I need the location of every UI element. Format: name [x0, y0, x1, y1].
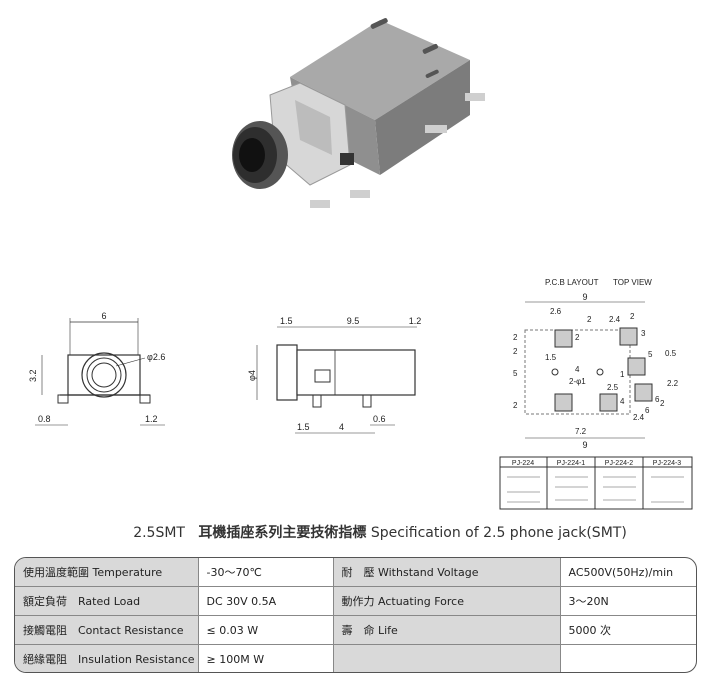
- pcb-model-1: PJ-224-1: [557, 460, 586, 467]
- product-photo: [232, 18, 485, 208]
- table-row: 額定負荷 Rated Load DC 30V 0.5A 動作力 Actuatin…: [15, 586, 696, 616]
- pcb-dim-10: 0.5: [665, 349, 677, 358]
- front-right-pad-label: 1.2: [145, 414, 158, 424]
- pcb-header-right: TOP VIEW: [613, 278, 652, 287]
- pcb-dim-0: 9: [582, 292, 587, 302]
- pcb-dim-18: 7.2: [575, 427, 587, 436]
- pcb-dim-9: 5: [513, 369, 518, 378]
- spec-value: DC 30V 0.5A: [197, 586, 334, 616]
- spec-value: 3～20N: [559, 586, 696, 616]
- pcb-dim-5: 2: [513, 333, 518, 342]
- spec-title-prefix: 2.5SMT: [133, 525, 185, 541]
- spec-label: 耐 壓 Withstand Voltage: [332, 558, 561, 587]
- spec-table: 使用溫度範圍 Temperature -30～70℃ 耐 壓 Withstand…: [14, 557, 697, 673]
- side-bot-mid-label: 4: [339, 422, 344, 432]
- pcb-dim-6: 2: [513, 347, 518, 356]
- pcb-pin-3: 1: [620, 370, 625, 379]
- pcb-dim-1: 2.6: [550, 307, 562, 316]
- table-row: 絕緣電阻 Insulation Resistance ≥ 100M W: [15, 644, 696, 672]
- spec-value: [559, 644, 696, 672]
- pcb-dim-2: 2: [587, 315, 592, 324]
- pcb-dim-7: 1.5: [545, 353, 557, 362]
- spec-value: 5000 次: [559, 615, 696, 645]
- pcb-model-0: PJ-224: [512, 460, 534, 467]
- side-dia-label: φ4: [247, 370, 257, 381]
- spec-label: 使用溫度範圍 Temperature: [15, 558, 199, 587]
- pcb-pin-1: 3: [641, 329, 646, 338]
- front-left-pad-label: 0.8: [38, 414, 51, 424]
- spec-label: 絕緣電阻 Insulation Resistance: [15, 644, 199, 672]
- side-bot-right-label: 0.6: [373, 414, 386, 424]
- spec-value: ≥ 100M W: [197, 644, 334, 672]
- pcb-header-left: P.C.B LAYOUT: [545, 278, 599, 287]
- pcb-dim-11: 2.5: [607, 383, 619, 392]
- spec-value: ≤ 0.03 W: [197, 615, 334, 645]
- side-left-seg-label: 1.5: [280, 316, 293, 326]
- pcb-dim-12: 2-φ1: [569, 377, 586, 386]
- spec-label: 壽 命 Life: [332, 615, 561, 645]
- spec-title-en: Specification of 2.5 phone jack(SMT): [370, 525, 627, 541]
- table-row: 接觸電阻 Contact Resistance ≤ 0.03 W 壽 命 Lif…: [15, 615, 696, 645]
- side-right-seg-label: 1.2: [409, 316, 422, 326]
- pcb-dim-13: 2: [513, 401, 518, 410]
- spec-label: 額定負荷 Rated Load: [15, 586, 199, 616]
- pcb-model-3: PJ-224-3: [653, 460, 682, 467]
- pcb-layout-drawing: P.C.B LAYOUT TOP VIEW 9 2.6 2 2.4 2 2 2 …: [499, 278, 693, 510]
- pcb-dim-4: 2: [630, 312, 635, 321]
- front-view-drawing: 6 φ2.6 3.2 0.8 1.2: [28, 311, 165, 426]
- pcb-pin-2: 5: [648, 350, 653, 359]
- pcb-pin-5: 6: [655, 395, 660, 404]
- pcb-dim-19: 9: [582, 440, 587, 450]
- pcb-pin-4: 4: [620, 397, 625, 406]
- pcb-dim-16: 6: [645, 406, 650, 415]
- spec-label: 動作力 Actuating Force: [332, 586, 561, 616]
- pcb-model-2: PJ-224-2: [605, 460, 634, 467]
- spec-title-zh: 耳機插座系列主要技術指標: [198, 525, 367, 541]
- pcb-pin-0: 2: [575, 333, 580, 342]
- side-bot-left-label: 1.5: [297, 422, 310, 432]
- pcb-dim-3: 2.4: [609, 315, 621, 324]
- table-row: 使用溫度範圍 Temperature -30～70℃ 耐 壓 Withstand…: [15, 558, 696, 587]
- front-height-label: 3.2: [28, 369, 38, 382]
- front-width-label: 6: [101, 311, 106, 321]
- spec-value: AC500V(50Hz)/min: [559, 558, 696, 587]
- pcb-dim-15: 2.2: [667, 379, 679, 388]
- pcb-dim-8: 4: [575, 365, 580, 374]
- spec-label: [332, 644, 561, 672]
- side-mid-seg-label: 9.5: [347, 316, 360, 326]
- spec-label: 接觸電阻 Contact Resistance: [15, 615, 199, 645]
- pcb-dim-17: 2.4: [633, 413, 645, 422]
- pcb-dim-14: 2: [660, 399, 665, 408]
- spec-title: 2.5SMT 耳機插座系列主要技術指標 Specification of 2.5…: [70, 522, 690, 542]
- side-view-drawing: 1.5 9.5 1.2 φ4 1.5 4 0.6: [247, 316, 422, 434]
- front-hole-label: φ2.6: [147, 352, 165, 362]
- spec-value: -30～70℃: [197, 558, 334, 587]
